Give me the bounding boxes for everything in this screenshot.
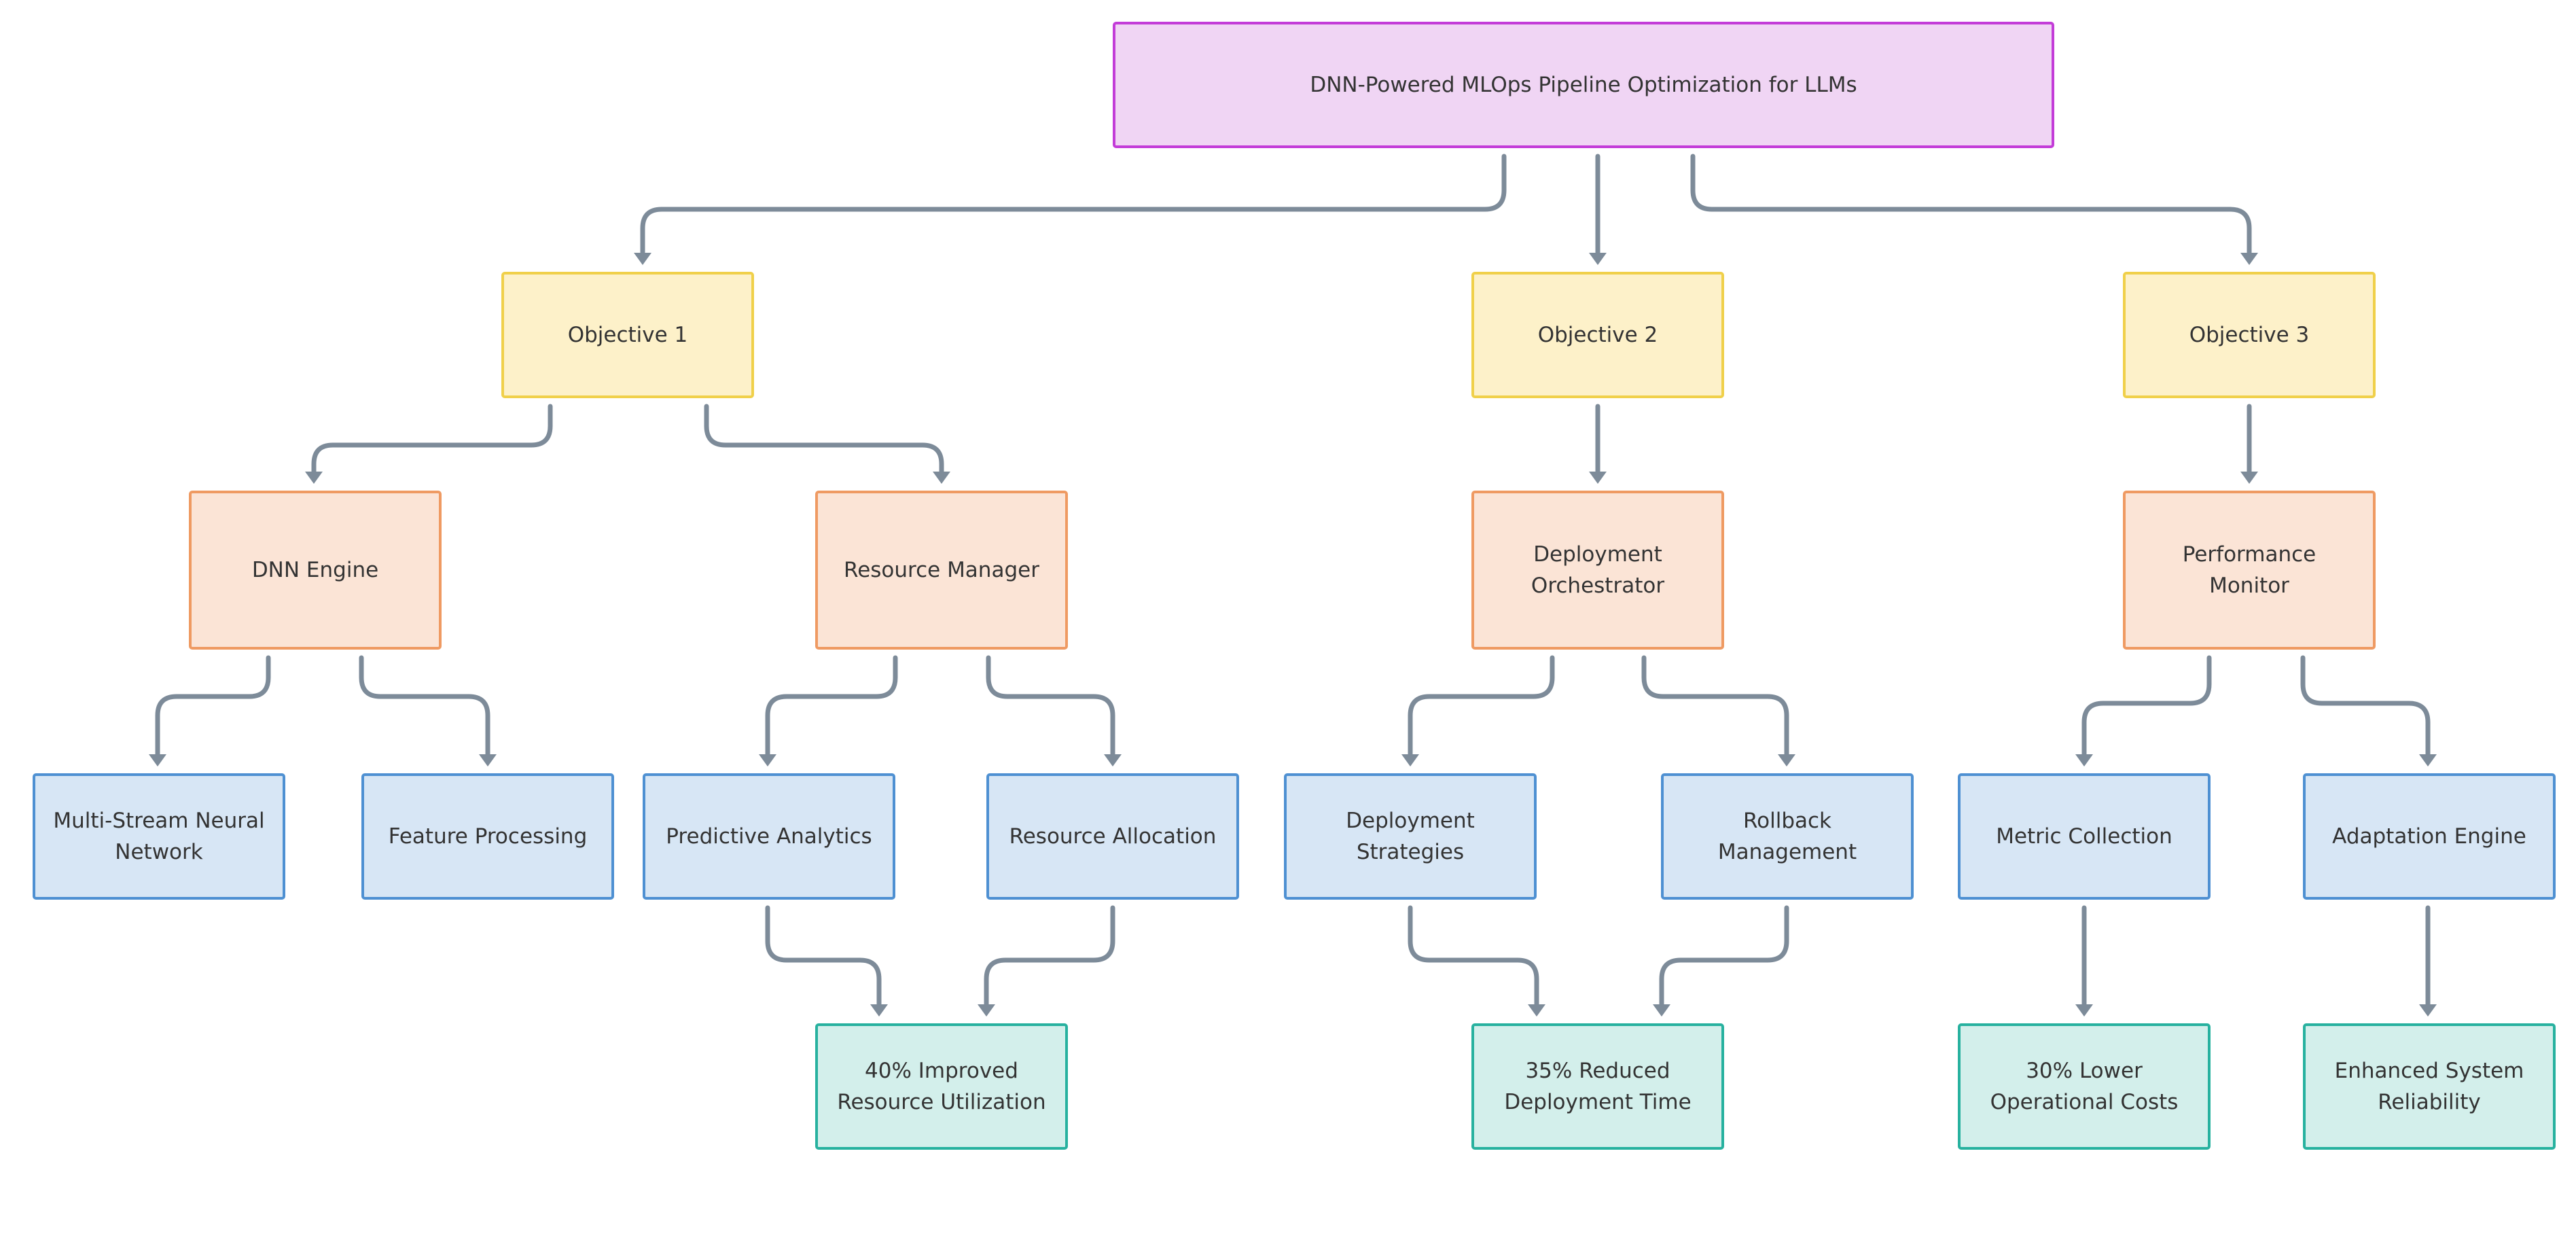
edge-root-objective-3	[1690, 154, 2252, 257]
edge-objective-2-deployment-orchestrator-arrowhead	[1589, 472, 1607, 484]
edge-deployment-orchestrator-strategies-arrowhead	[1401, 754, 1419, 766]
rollback-management-label: Rollback Management	[1717, 809, 1857, 864]
edge-predictive-analytics-outcome-arrowhead	[870, 1004, 888, 1017]
performance-monitor-node: Performance Monitor	[2123, 491, 2376, 650]
edge-deployment-strategies-outcome-arrowhead	[1528, 1004, 1545, 1017]
feature-processing-label: Feature Processing	[388, 824, 588, 849]
edge-objective-3-performance-monitor-arrowhead	[2240, 472, 2258, 484]
edge-dnn-engine-feature-processing-arrowhead	[479, 754, 497, 766]
deployment-strategies-label: Deployment Strategies	[1346, 809, 1475, 864]
outcome-system-reliability-node: Enhanced System Reliability	[2303, 1023, 2556, 1150]
edge-deployment-orchestrator-rollback-arrowhead	[1778, 754, 1795, 766]
root-title: DNN-Powered MLOps Pipeline Optimization …	[1310, 73, 1857, 97]
edge-root-objective-1	[640, 154, 1507, 257]
rollback-management-node: Rollback Management	[1661, 773, 1914, 900]
edge-root-objective-2-arrowhead	[1589, 253, 1607, 265]
deployment-strategies-node: Deployment Strategies	[1284, 773, 1537, 900]
outcome-deployment-time-node: 35% Reduced Deployment Time	[1471, 1023, 1724, 1150]
edge-predictive-analytics-outcome	[765, 905, 882, 1008]
edge-rollback-management-outcome	[1659, 905, 1789, 1008]
edge-deployment-orchestrator-rollback	[1641, 655, 1789, 758]
edge-objective-1-dnn-engine	[311, 404, 553, 476]
adaptation-engine-node: Adaptation Engine	[2303, 773, 2556, 900]
edge-resource-manager-resource-allocation-arrowhead	[1104, 754, 1122, 766]
resource-manager-node: Resource Manager	[815, 491, 1068, 650]
edge-rollback-management-outcome-arrowhead	[1653, 1004, 1670, 1017]
edge-adaptation-engine-outcome-arrowhead	[2419, 1004, 2437, 1017]
feature-processing-node: Feature Processing	[361, 773, 614, 900]
performance-monitor-label: Performance Monitor	[2182, 542, 2316, 598]
edge-metric-collection-outcome-arrowhead	[2075, 1004, 2093, 1017]
outcome-deployment-time-label: 35% Reduced Deployment Time	[1504, 1059, 1692, 1114]
edge-root-objective-3-arrowhead	[2240, 253, 2258, 265]
deployment-orchestrator-label: Deployment Orchestrator	[1531, 542, 1665, 598]
edge-resource-allocation-outcome	[984, 905, 1115, 1008]
edge-deployment-strategies-outcome	[1408, 905, 1539, 1008]
outcome-system-reliability-label: Enhanced System Reliability	[2334, 1059, 2524, 1114]
edge-objective-1-dnn-engine-arrowhead	[305, 472, 323, 484]
objective-2-label: Objective 2	[1537, 323, 1658, 347]
objective-1-node: Objective 1	[501, 272, 754, 398]
edge-resource-manager-predictive-analytics	[765, 655, 898, 758]
outcome-resource-utilization-node: 40% Improved Resource Utilization	[815, 1023, 1068, 1150]
predictive-analytics-label: Predictive Analytics	[666, 824, 872, 849]
dnn-engine-label: DNN Engine	[251, 558, 379, 582]
deployment-orchestrator-node: Deployment Orchestrator	[1471, 491, 1724, 650]
resource-allocation-label: Resource Allocation	[1009, 824, 1217, 849]
edge-performance-monitor-adaptation-engine-arrowhead	[2419, 754, 2437, 766]
edge-performance-monitor-metric-collection-arrowhead	[2075, 754, 2093, 766]
metric-collection-label: Metric Collection	[1996, 824, 2172, 849]
edge-root-objective-1-arrowhead	[634, 253, 651, 265]
edge-dnn-engine-multi-stream-arrowhead	[149, 754, 166, 766]
objective-3-label: Objective 3	[2189, 323, 2310, 347]
metric-collection-node: Metric Collection	[1958, 773, 2211, 900]
edge-objective-1-resource-manager	[704, 404, 944, 476]
edge-resource-manager-predictive-analytics-arrowhead	[759, 754, 776, 766]
predictive-analytics-node: Predictive Analytics	[643, 773, 895, 900]
edge-dnn-engine-feature-processing	[359, 655, 490, 758]
outcome-operational-costs-node: 30% Lower Operational Costs	[1958, 1023, 2211, 1150]
edge-resource-manager-resource-allocation	[986, 655, 1115, 758]
edge-objective-1-resource-manager-arrowhead	[933, 472, 950, 484]
root-node: DNN-Powered MLOps Pipeline Optimization …	[1113, 22, 2054, 148]
edge-deployment-orchestrator-strategies	[1408, 655, 1555, 758]
dnn-engine-node: DNN Engine	[189, 491, 442, 650]
edge-resource-allocation-outcome-arrowhead	[978, 1004, 995, 1017]
edge-dnn-engine-multi-stream	[155, 655, 271, 758]
objective-2-node: Objective 2	[1471, 272, 1724, 398]
edge-performance-monitor-adaptation-engine	[2300, 655, 2431, 758]
adaptation-engine-label: Adaptation Engine	[2332, 824, 2526, 849]
resource-manager-label: Resource Manager	[844, 558, 1039, 582]
objective-3-node: Objective 3	[2123, 272, 2376, 398]
multi-stream-neural-network-node: Multi-Stream Neural Network	[33, 773, 285, 900]
objective-1-label: Objective 1	[567, 323, 688, 347]
outcome-operational-costs-label: 30% Lower Operational Costs	[1990, 1059, 2179, 1114]
edge-performance-monitor-metric-collection	[2081, 655, 2212, 758]
outcome-resource-utilization-label: 40% Improved Resource Utilization	[837, 1059, 1046, 1114]
resource-allocation-node: Resource Allocation	[986, 773, 1239, 900]
multi-stream-neural-network-label: Multi-Stream Neural Network	[53, 809, 265, 864]
